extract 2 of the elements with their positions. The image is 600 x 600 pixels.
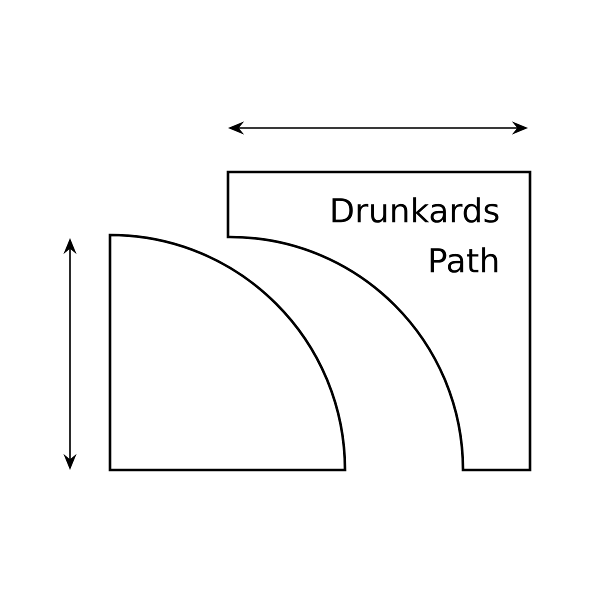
quilt-piece-drawing: Drunkards Path bbox=[226, 170, 532, 472]
quilt-piece-drawing bbox=[108, 234, 346, 472]
